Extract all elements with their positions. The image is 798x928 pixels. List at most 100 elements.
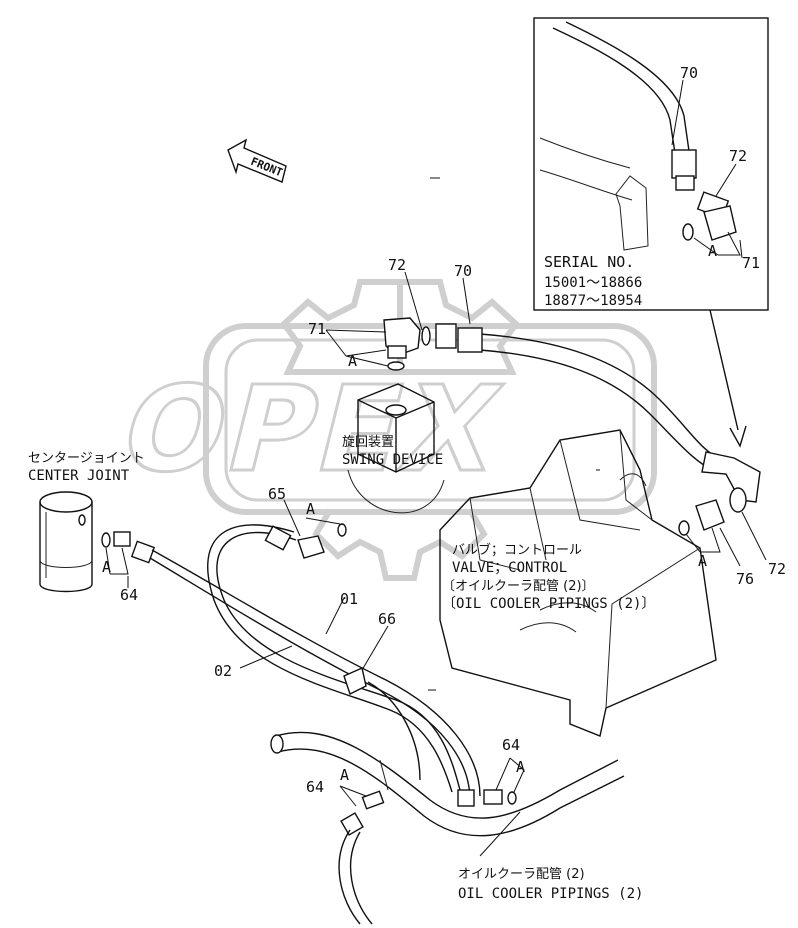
center-joint-label-en: CENTER JOINT — [28, 468, 130, 484]
inset-elbow — [703, 205, 737, 241]
valve-outline — [439, 429, 717, 737]
valve-edges — [469, 429, 701, 709]
leader-01 — [325, 597, 345, 635]
callout-76: 76 — [736, 570, 754, 588]
callout-a-center: A — [102, 558, 111, 576]
inset-leader-a — [693, 231, 741, 256]
inset-callout-72: 72 — [729, 147, 747, 165]
connector-64-left — [361, 790, 385, 810]
valve-label-en: VALVE；CONTROL — [452, 560, 567, 576]
hose-02-fitting — [130, 540, 156, 564]
leader-64-a-left — [339, 785, 367, 807]
oil-cooler-bottom-label-jp: オイルクーラ配管 (2) — [458, 867, 585, 882]
hose-01-a — [216, 531, 461, 791]
hoses-01-02 — [149, 524, 481, 801]
callout-a-65: A — [306, 500, 315, 518]
swing-bottom-fittings — [264, 499, 347, 559]
center-joint-bands — [39, 512, 93, 578]
o-ring-72-right — [729, 487, 747, 513]
hose-01-fitting — [264, 525, 292, 551]
hose-70-right-elbow — [701, 451, 761, 503]
front-arrow-shape — [227, 138, 287, 183]
front-arrow: FRONT — [227, 138, 287, 183]
watermark-logo: OPEX — [107, 279, 657, 581]
cooler-right-fittings — [457, 757, 525, 807]
swing-device-label-en: SWING DEVICE — [342, 452, 443, 468]
swing-device-body-sketch — [347, 469, 445, 514]
hose-fitting-cooler — [457, 789, 475, 807]
inset-hose-line-a — [552, 27, 677, 161]
hose-70-line-a — [479, 333, 723, 461]
oil-cooler-pipe-a — [275, 731, 619, 819]
scan-specks — [428, 177, 600, 691]
hose-70 — [435, 323, 761, 503]
valve-right-fittings — [678, 487, 767, 567]
inset-leader-70 — [671, 79, 684, 146]
swing-device-label-jp: 旋回装置 — [342, 435, 394, 450]
callout-64-right: 64 — [502, 736, 520, 754]
callout-a-right: A — [516, 758, 525, 776]
oil-cooler-pipe-b — [277, 748, 625, 837]
inset-hose-nut — [675, 175, 695, 191]
hose-01-b — [207, 524, 453, 793]
leader-oil-cooler-bottom — [479, 811, 521, 857]
watermark-gear-lower — [312, 508, 488, 581]
swing-fittings — [325, 271, 471, 371]
callout-01: 01 — [340, 590, 358, 608]
serial-range-1: 15001～18866 — [544, 275, 642, 291]
inset-bracket-sketch — [615, 175, 649, 251]
serial-inset: 70 72 A 71 SERIAL NO. 15001～18866 18877～… — [533, 17, 769, 311]
oil-cooler-piping — [270, 731, 625, 837]
center-joint-port — [78, 514, 86, 526]
leader-a-valve — [685, 527, 721, 553]
hose-left-a — [338, 829, 361, 925]
inset-o-ring — [682, 223, 694, 241]
valve-details — [519, 473, 647, 633]
callout-64-left: 64 — [306, 778, 324, 796]
oil-cooler-valve-label-en: 〔OIL COOLER PIPINGS (2)〕 — [442, 596, 655, 612]
elbow-65 — [297, 535, 325, 559]
hose-70-fitting — [457, 327, 483, 353]
inset-callout-70: 70 — [680, 64, 698, 82]
watermark-gear — [279, 279, 521, 375]
leader-71-a — [325, 329, 389, 367]
oil-cooler-pipe-end — [270, 734, 284, 754]
center-joint-fittings — [101, 531, 156, 588]
leader-72-right — [741, 511, 767, 561]
callout-70-top: 70 — [454, 262, 472, 280]
swing-device-edges — [357, 399, 435, 472]
inset-pointer — [709, 309, 747, 448]
callout-a-left: A — [340, 766, 349, 784]
inset-hose-line-b — [565, 21, 691, 159]
center-joint — [39, 491, 93, 593]
hose-70-nut — [435, 323, 457, 349]
watermark-text: OPEX — [109, 362, 517, 499]
o-ring-center — [101, 532, 111, 548]
callout-72-top: 72 — [388, 256, 406, 274]
callout-71-top: 71 — [308, 320, 326, 338]
control-valve — [439, 429, 717, 737]
callout-a-swing: A — [348, 352, 357, 370]
leader-65 — [283, 499, 341, 537]
o-ring-right — [507, 791, 517, 805]
elbow-71-stem — [387, 345, 407, 359]
inset-callout-a: A — [708, 242, 717, 260]
swing-device — [347, 383, 445, 514]
hose-02-b — [151, 549, 481, 797]
hose-01-branch — [367, 681, 421, 781]
clamp-66-shape — [343, 667, 367, 695]
leader-02 — [239, 645, 293, 669]
inset-frame-sketch — [539, 137, 633, 201]
o-ring-a-swing — [387, 361, 405, 371]
cooler-left-fittings — [338, 785, 385, 925]
callout-a-valve: A — [698, 552, 707, 570]
leader-70-top — [462, 277, 471, 325]
callout-02: 02 — [214, 662, 232, 680]
adapter-76 — [695, 499, 725, 531]
valve-label-jp: バルブ；コントロール — [452, 542, 582, 558]
callout-64-center: 64 — [120, 586, 138, 604]
leader-66 — [361, 625, 389, 671]
inset-leader-72 — [715, 163, 737, 197]
